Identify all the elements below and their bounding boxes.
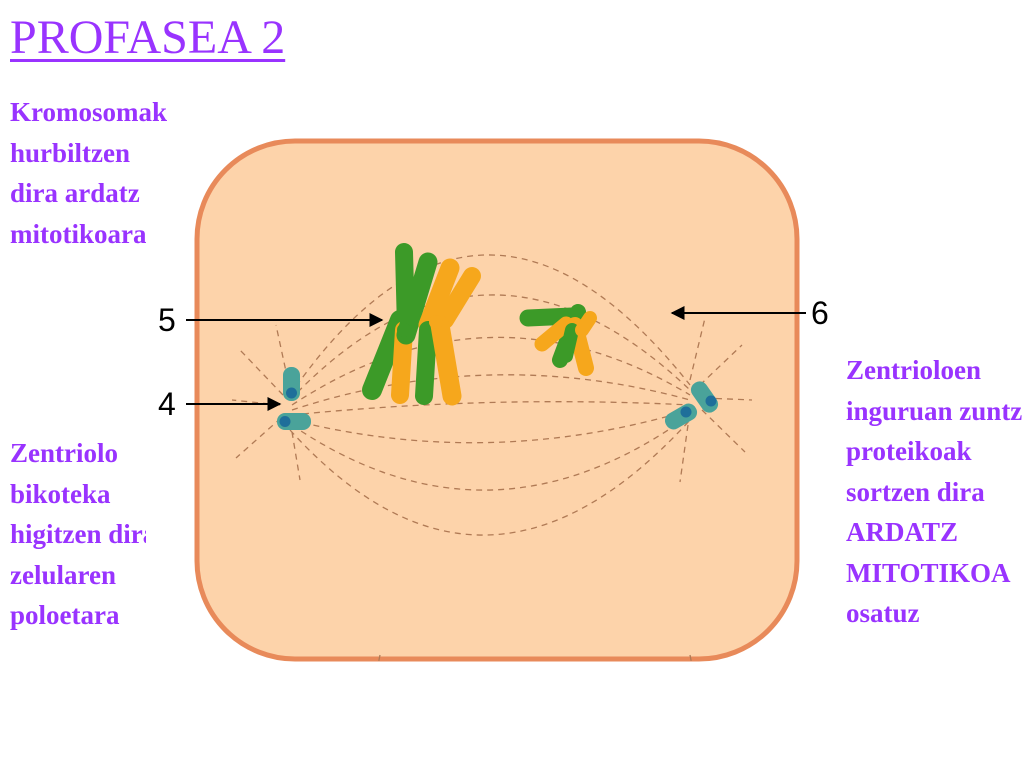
- label-five: 5: [158, 302, 176, 338]
- centriole-pair-right: [664, 381, 719, 430]
- centriole-pair-left: [277, 367, 311, 430]
- centriole-dot: [705, 395, 717, 407]
- chromatid-green: [415, 321, 437, 405]
- centriole-dot: [680, 406, 692, 418]
- slide-title: PROFASEA 2: [10, 11, 286, 64]
- centriole-dot: [286, 387, 297, 399]
- chromatid-orange: [575, 311, 597, 337]
- chromatid-green: [396, 252, 438, 345]
- chromatid-green: [519, 307, 581, 327]
- text-chromosomes-approach: Kromosomak hurbiltzen dira ardatz mitoti…: [10, 97, 168, 249]
- chromosomes-large: [362, 243, 481, 406]
- chromatid-orange: [534, 316, 574, 352]
- chromatid-green: [559, 323, 579, 363]
- chromatid-orange: [418, 258, 460, 335]
- chromosomes-small: [519, 304, 597, 376]
- text-spindle-forms: Zentrioloen inguruan zuntz proteikoak so…: [846, 355, 1023, 628]
- cell-membrane: [194, 138, 800, 662]
- label-six: 6: [811, 295, 829, 331]
- centromere: [397, 323, 411, 337]
- centriole-dot: [279, 416, 291, 427]
- label-arrows: [186, 306, 806, 411]
- text-centrioles-move: Zentriolo bikoteka higitzen dira zelular…: [10, 438, 157, 630]
- chromatid-orange: [430, 315, 462, 406]
- label-four: 4: [158, 386, 176, 422]
- chromatid-orange: [436, 267, 481, 329]
- centromere: [429, 315, 443, 329]
